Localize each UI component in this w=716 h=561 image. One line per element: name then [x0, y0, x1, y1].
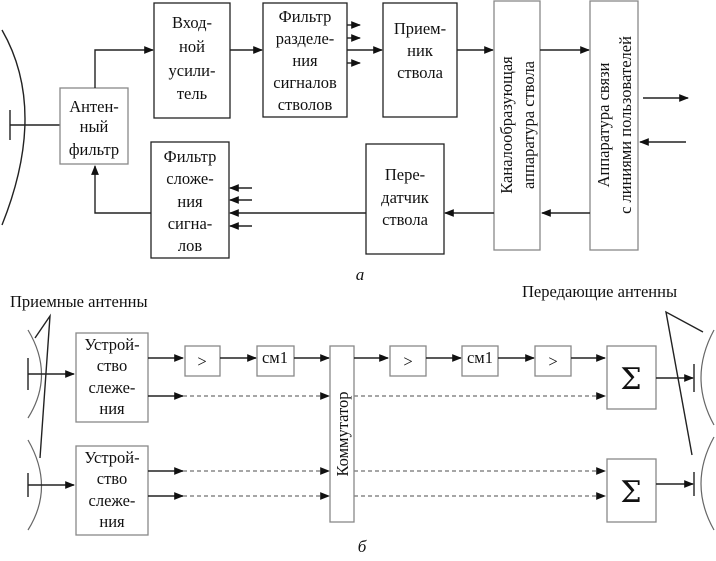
svg-text:сигна-: сигна- [168, 214, 213, 233]
svg-text:Пере-: Пере- [385, 165, 425, 184]
mixer-1 [256, 345, 295, 377]
amplifier-3-symbol: > [548, 352, 557, 371]
svg-text:ный: ный [80, 117, 109, 136]
svg-text:ствола: ствола [397, 63, 443, 82]
summer-2 [606, 458, 657, 523]
input-amplifier-block [153, 2, 231, 119]
arrow-to-antenna-filter [91, 165, 151, 214]
svg-text:ство: ство [97, 469, 127, 488]
mixer-2-label: см1 [467, 348, 493, 367]
svg-text:Фильтр: Фильтр [279, 7, 332, 26]
svg-text:датчик: датчик [381, 188, 430, 207]
svg-text:слеже-: слеже- [89, 378, 136, 397]
trunk-transmitter-label: Пере- датчик ствола [381, 165, 430, 229]
svg-text:лов: лов [178, 236, 202, 255]
svg-text:Каналообразующая: Каналообразующая [497, 56, 516, 194]
svg-text:сложе-: сложе- [166, 169, 213, 188]
transmit-leader [665, 310, 704, 456]
trunk-transmitter-block [365, 143, 445, 255]
svg-text:слеже-: слеже- [89, 491, 136, 510]
transmit-antennas-label: Передающие антенны [522, 282, 677, 301]
svg-text:Антен-: Антен- [69, 97, 119, 116]
separation-filter-block [262, 2, 348, 118]
separation-filter-label: Фильтр разделе- ния сигналов стволов [273, 7, 337, 114]
tracking-device-1 [75, 332, 149, 423]
channel-equipment-label: Каналообразующая аппаратура ствола [497, 56, 538, 194]
tracking-device-2-label: Устрой- ство слеже- ния [84, 448, 139, 531]
amplifier-1-symbol: > [197, 352, 206, 371]
svg-text:Вход-: Вход- [172, 13, 212, 32]
receive-antennas-label: Приемные антенны [10, 292, 148, 311]
caption-a: а [356, 265, 365, 284]
svg-text:усили-: усили- [169, 61, 216, 80]
user-link-equipment-block [589, 0, 639, 251]
receive-dish-a [1, 29, 26, 226]
summer-2-symbol: Σ [620, 475, 641, 510]
svg-text:Фильтр: Фильтр [164, 147, 217, 166]
trunk-receiver-block [382, 2, 458, 118]
svg-text:ник: ник [407, 41, 434, 60]
summer-1 [606, 345, 657, 410]
switch-label: Коммутатор [333, 391, 352, 476]
antenna-filter-block [59, 87, 129, 165]
svg-text:ния: ния [177, 192, 203, 211]
svg-text:ния: ния [292, 51, 318, 70]
amplifier-3 [534, 345, 572, 377]
svg-text:Устрой-: Устрой- [84, 335, 139, 354]
transmit-dish-1 [700, 329, 715, 426]
amplifier-2 [389, 345, 427, 377]
svg-text:стволов: стволов [278, 95, 333, 114]
antenna-filter-label: Антен- ный фильтр [69, 97, 119, 159]
receive-leader [34, 313, 51, 459]
switch-block [329, 345, 355, 523]
svg-text:ния: ния [99, 399, 125, 418]
mixer-2 [461, 345, 499, 377]
svg-text:ство: ство [97, 356, 127, 375]
mixer-1-label: см1 [262, 348, 288, 367]
channel-equipment-block [493, 0, 541, 251]
svg-text:фильтр: фильтр [69, 140, 119, 159]
receive-dish-2 [27, 439, 43, 531]
svg-text:Прием-: Прием- [394, 19, 446, 38]
svg-text:тель: тель [177, 84, 208, 103]
caption-b: б [358, 537, 367, 556]
svg-text:сигналов: сигналов [273, 73, 337, 92]
tracking-device-1-label: Устрой- ство слеже- ния [84, 335, 139, 418]
arrow-to-input-amp [94, 46, 154, 88]
transmit-dish-2 [700, 436, 715, 531]
svg-text:разделе-: разделе- [276, 29, 335, 48]
user-link-equipment-label: Аппаратура связи с линиями пользователей [594, 36, 635, 214]
svg-text:аппаратура ствола: аппаратура ствола [519, 60, 538, 189]
summation-filter-label: Фильтр сложе- ния сигна- лов [164, 147, 217, 255]
amplifier-2-symbol: > [403, 352, 412, 371]
svg-text:ной: ной [179, 37, 205, 56]
tracking-device-2 [75, 445, 149, 536]
summation-filter-block [150, 141, 230, 259]
svg-text:с линиями пользователей: с линиями пользователей [616, 36, 635, 214]
svg-text:Устрой-: Устрой- [84, 448, 139, 467]
amplifier-1 [184, 345, 221, 377]
svg-text:ствола: ствола [382, 210, 428, 229]
svg-text:Аппаратура связи: Аппаратура связи [594, 62, 613, 187]
input-amplifier-label: Вход- ной усили- тель [169, 13, 216, 103]
summer-1-symbol: Σ [620, 362, 641, 397]
svg-text:ния: ния [99, 512, 125, 531]
trunk-receiver-label: Прием- ник ствола [394, 19, 446, 82]
